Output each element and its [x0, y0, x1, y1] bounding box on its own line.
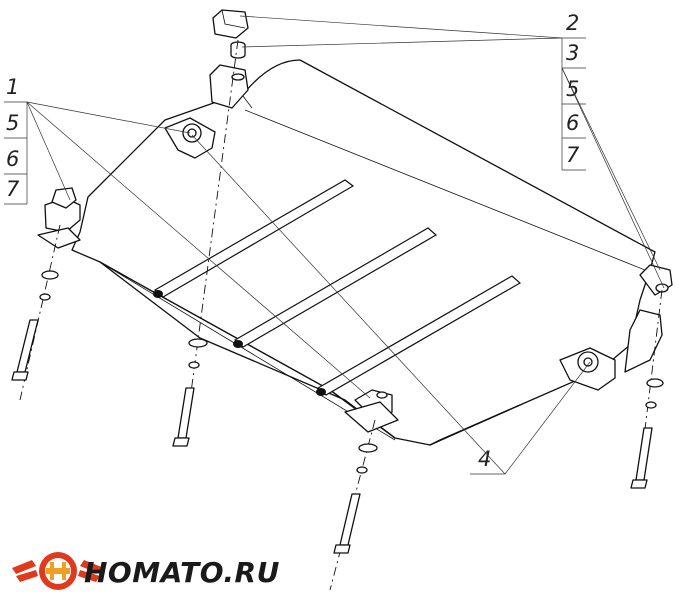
hardware-top-bracket — [212, 9, 249, 39]
stiffening-ribs — [153, 179, 522, 396]
fastener-stack-left — [11, 270, 59, 381]
fastener-stack-bottom — [333, 443, 378, 554]
logo-badge-stem-left — [50, 562, 54, 580]
mount-point-left-rear — [37, 187, 81, 249]
callout-right-3: 3 — [566, 41, 579, 65]
hardware-top-spacer — [230, 41, 246, 59]
logo-wordmark: HOMATO.RU — [84, 556, 280, 589]
rib-1 — [153, 179, 355, 298]
callout-left-1: 1 — [6, 75, 19, 99]
fastener-stack-right — [630, 378, 664, 489]
callout-bottom-4: 4 — [478, 447, 491, 471]
logo-badge-bar — [46, 568, 70, 574]
logo-badge-stem-right — [62, 562, 66, 580]
mount-point-top-left — [164, 64, 249, 159]
callout-right-7: 7 — [566, 143, 580, 167]
callout-right-6: 6 — [566, 111, 579, 135]
callout-bottom: 4 — [191, 134, 591, 475]
rib-2 — [233, 227, 438, 348]
mount-point-right-front — [559, 264, 673, 391]
rib-3 — [316, 275, 522, 396]
callout-left-5: 5 — [6, 111, 19, 135]
mount-point-bottom-center — [344, 389, 399, 433]
callout-left-6: 6 — [6, 147, 19, 171]
fastener-stack-center — [172, 338, 208, 447]
logo-wing-left — [12, 560, 38, 582]
callout-left-7: 7 — [6, 177, 20, 201]
callout-stack-left: 1 5 6 7 — [4, 75, 371, 399]
logo-wing-right — [78, 560, 104, 582]
callout-stack-right: 2 3 5 6 7 — [239, 11, 665, 289]
site-logo: HOMATO.RU — [12, 552, 280, 590]
callout-right-2: 2 — [566, 11, 579, 35]
